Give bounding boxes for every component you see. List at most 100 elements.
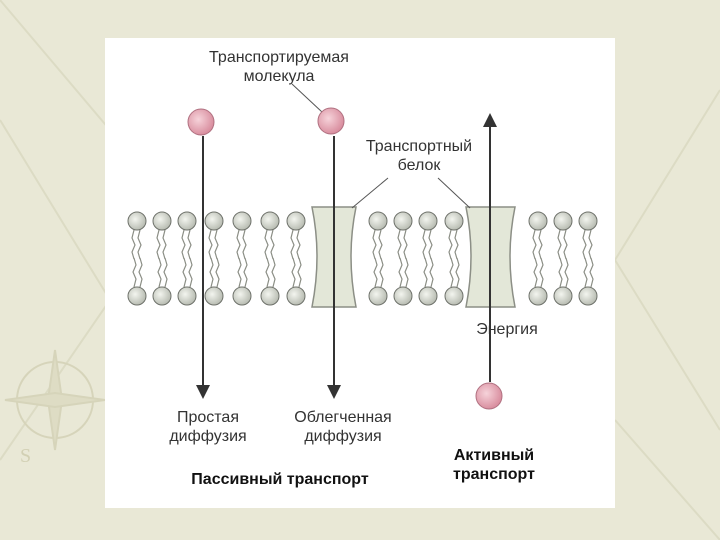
- lipid-tail: [378, 229, 383, 260]
- lipid-tail: [290, 229, 295, 260]
- molecule-leader-line: [291, 83, 323, 113]
- label-active-transport: Активный транспорт: [453, 447, 535, 483]
- lipid-head: [127, 211, 147, 231]
- lipid-tail: [242, 229, 247, 260]
- lipid-head: [232, 286, 252, 306]
- lipid-tail: [188, 257, 193, 288]
- lipid-tail: [271, 257, 276, 288]
- lipid-tail: [404, 257, 409, 288]
- lipid-tail: [297, 257, 302, 288]
- lipid-tail: [296, 229, 301, 260]
- lipid-tail: [163, 257, 168, 288]
- molecule-active-transport: [475, 382, 503, 410]
- lipid-tail: [533, 257, 538, 288]
- lipid-head: [260, 286, 280, 306]
- lipid-tail: [429, 257, 434, 288]
- lipid-head: [232, 211, 252, 231]
- protein-leader-line-1: [351, 177, 389, 209]
- lipid-tail: [132, 257, 137, 288]
- lipid-head: [368, 286, 388, 306]
- lipid-tail: [564, 257, 569, 288]
- lipid-head: [578, 286, 598, 306]
- lipid-tail: [454, 229, 459, 260]
- lipid-head: [177, 286, 197, 306]
- lipid-tail: [162, 229, 167, 260]
- lipid-head: [260, 211, 280, 231]
- label-transported-molecule: Транспортируемая молекула: [209, 49, 349, 85]
- lipid-tail: [379, 257, 384, 288]
- lipid-head: [393, 211, 413, 231]
- lipid-head: [152, 286, 172, 306]
- lipid-tail: [264, 229, 269, 260]
- lipid-tail: [208, 229, 213, 260]
- lipid-head: [368, 211, 388, 231]
- lipid-tail: [187, 229, 192, 260]
- lipid-tail: [270, 229, 275, 260]
- lipid-tail: [532, 229, 537, 260]
- lipid-tail: [372, 229, 377, 260]
- lipid-tail: [131, 229, 136, 260]
- lipid-tail: [422, 229, 427, 260]
- lipid-head: [418, 286, 438, 306]
- lipid-tail: [291, 257, 296, 288]
- lipid-head: [393, 286, 413, 306]
- lipid-tail: [157, 257, 162, 288]
- lipid-tail: [428, 229, 433, 260]
- lipid-tail: [236, 229, 241, 260]
- label-transport-protein: Транспортный белок: [365, 138, 473, 174]
- lipid-head: [418, 211, 438, 231]
- lipid-tail: [423, 257, 428, 288]
- lipid-tail: [209, 257, 214, 288]
- lipid-tail: [214, 229, 219, 260]
- lipid-head: [152, 211, 172, 231]
- lipid-tail: [538, 229, 543, 260]
- lipid-head: [444, 211, 464, 231]
- lipid-head: [578, 211, 598, 231]
- label-facilitated-diffusion: Облегченная диффузия: [294, 409, 392, 445]
- lipid-tail: [455, 257, 460, 288]
- lipid-tail: [398, 257, 403, 288]
- lipid-head: [528, 286, 548, 306]
- svg-text:S: S: [20, 445, 31, 467]
- lipid-head: [444, 286, 464, 306]
- lipid-tail: [403, 229, 408, 260]
- lipid-head: [553, 211, 573, 231]
- lipid-tail: [137, 229, 142, 260]
- lipid-head: [127, 286, 147, 306]
- lipid-tail: [539, 257, 544, 288]
- lipid-tail: [563, 229, 568, 260]
- lipid-tail: [182, 257, 187, 288]
- lipid-head: [204, 211, 224, 231]
- lipid-tail: [589, 257, 594, 288]
- lipid-tail: [397, 229, 402, 260]
- molecule-facilitated-diffusion: [317, 107, 345, 135]
- lipid-head: [286, 211, 306, 231]
- lipid-tail: [557, 229, 562, 260]
- lipid-bilayer: [127, 211, 598, 306]
- protein-leader-line-2: [437, 177, 471, 209]
- lipid-tail: [373, 257, 378, 288]
- lipid-head: [286, 286, 306, 306]
- lipid-tail: [181, 229, 186, 260]
- lipid-head: [528, 211, 548, 231]
- lipid-tail: [156, 229, 161, 260]
- lipid-tail: [448, 229, 453, 260]
- lipid-head: [204, 286, 224, 306]
- lipid-tail: [237, 257, 242, 288]
- lipid-tail: [265, 257, 270, 288]
- lipid-head: [177, 211, 197, 231]
- label-passive-transport: Пассивный транспорт: [191, 471, 369, 488]
- lipid-tail: [582, 229, 587, 260]
- lipid-tail: [583, 257, 588, 288]
- lipid-tail: [588, 229, 593, 260]
- lipid-head: [553, 286, 573, 306]
- molecule-simple-diffusion: [187, 108, 215, 136]
- lipid-tail: [558, 257, 563, 288]
- label-simple-diffusion: Простая диффузия: [169, 409, 247, 445]
- lipid-tail: [243, 257, 248, 288]
- lipid-tail: [138, 257, 143, 288]
- lipid-tail: [449, 257, 454, 288]
- lipid-tail: [215, 257, 220, 288]
- label-energy: Энергия: [476, 321, 538, 338]
